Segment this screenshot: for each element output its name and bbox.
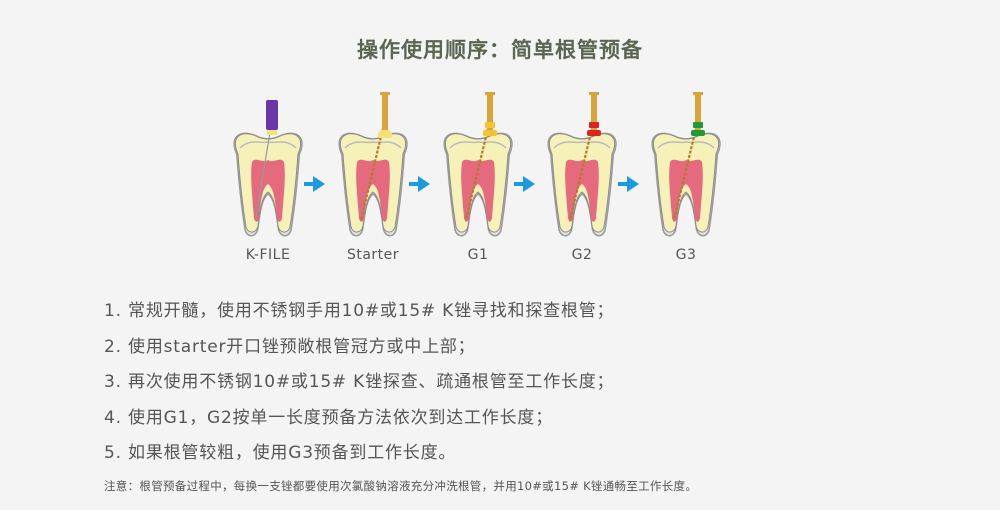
tooth-with-file-icon bbox=[443, 92, 513, 237]
step-label: G3 bbox=[675, 247, 697, 263]
step-g1: G1 bbox=[426, 92, 530, 272]
step-g2: G2 bbox=[530, 92, 634, 272]
step-label: Starter bbox=[346, 247, 400, 263]
step-label: G2 bbox=[571, 247, 593, 263]
tooth-with-file-icon bbox=[547, 92, 617, 237]
instruction-item: 2. 使用starter开口锉预敞根管冠方或中上部； bbox=[104, 336, 476, 357]
instruction-item: 3. 再次使用不锈钢10#或15# K锉探查、疏通根管至工作长度； bbox=[104, 372, 615, 392]
step-label: G1 bbox=[467, 247, 489, 263]
arrow-right-icon bbox=[618, 176, 640, 192]
step-k-file: K-FILE bbox=[216, 92, 320, 272]
arrow-right-icon bbox=[514, 176, 536, 192]
tooth-with-file-icon bbox=[651, 92, 721, 237]
step-starter: Starter bbox=[321, 92, 425, 272]
arrow-right-icon bbox=[409, 176, 431, 192]
page-title: 操作使用顺序：简单根管预备 bbox=[357, 38, 643, 62]
instruction-list: 1. 常规开髓，使用不锈钢手用10#或15# K锉寻找和探查根管； 2. 使用s… bbox=[104, 294, 614, 472]
note-text: 注意：根管预备过程中，每换一支锉都要使用次氯酸钠溶液充分冲洗根管，并用10#或1… bbox=[104, 479, 698, 493]
step-g3: G3 bbox=[634, 92, 738, 272]
arrow-right-icon bbox=[304, 176, 326, 192]
instruction-item: 5. 如果根管较粗，使用G3预备到工作长度。 bbox=[104, 443, 457, 463]
tooth-with-file-icon bbox=[233, 100, 303, 237]
instruction-item: 1. 常规开髓，使用不锈钢手用10#或15# K锉寻找和探查根管； bbox=[104, 301, 615, 321]
step-label: K-FILE bbox=[245, 247, 291, 263]
instruction-item: 4. 使用G1，G2按单一长度预备方法依次到达工作长度； bbox=[104, 407, 554, 428]
tooth-with-file-icon bbox=[338, 92, 408, 237]
